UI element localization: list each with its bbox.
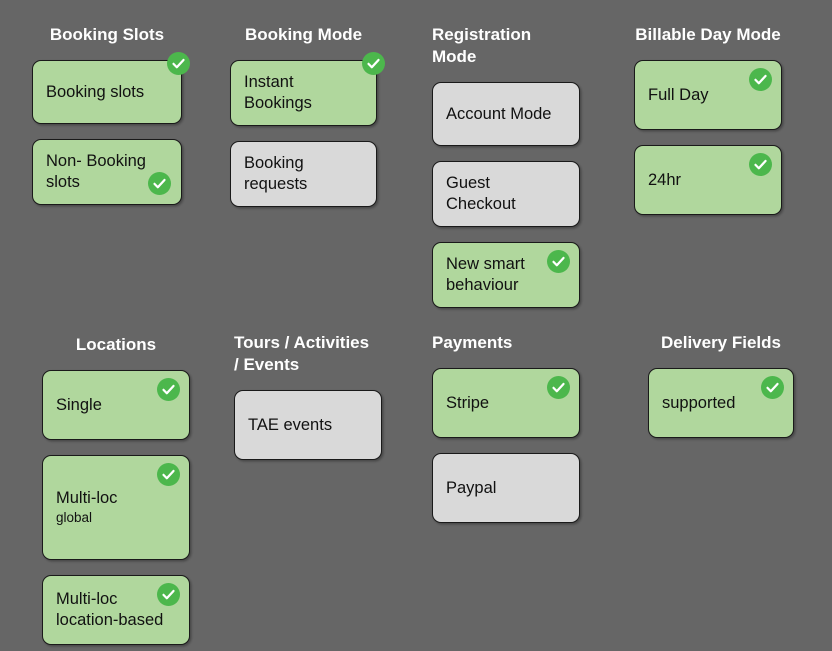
card-label: Booking slots [46,82,145,101]
check-circle-icon [749,68,772,91]
group-payments: Payments Stripe Paypal [432,332,580,523]
group-locations: Locations Single Multi-loc global Multi-… [42,334,190,645]
card-label: Stripe [446,393,490,412]
card-label: Full Day [648,85,709,104]
check-circle-icon [749,153,772,176]
card-account-mode[interactable]: Account Mode [432,82,580,146]
card-booking-requests[interactable]: Booking requests [230,141,377,207]
card-paypal[interactable]: Paypal [432,453,580,523]
card-stripe[interactable]: Stripe [432,368,580,438]
card-label-secondary: global [56,510,93,525]
group-title-delivery-fields: Delivery Fields [660,333,781,352]
group-title-payments: Payments [432,333,513,352]
card-label: Instant Bookings [244,73,312,112]
card-label: New smart behaviour [446,255,525,294]
check-circle-icon [167,52,190,75]
group-title-booking-slots: Booking Slots [49,25,165,44]
card-label: Guest Checkout [446,174,516,213]
card-label: supported [662,393,736,412]
group-booking-slots: Booking Slots Booking slots Non- Booking… [32,24,190,205]
card-label: TAE events [248,415,333,434]
group-booking-mode: Booking Mode Instant Bookings Booking re… [230,24,385,207]
check-circle-icon [157,378,180,401]
group-title-tours-activities-events: Tours / Activities / Events [234,333,370,374]
card-supported[interactable]: supported [648,368,794,438]
check-circle-icon [547,250,570,273]
group-title-registration-mode: Registration Mode [432,25,532,66]
check-circle-icon [148,172,171,195]
check-circle-icon [547,376,570,399]
card-label: Single [56,395,102,414]
card-label: Multi-loc global [56,467,117,548]
check-circle-icon [761,376,784,399]
card-label: Multi-loc location-based [56,590,164,629]
group-tours-activities-events: Tours / Activities / Events TAE events [234,332,382,460]
card-24hr[interactable]: 24hr [634,145,782,215]
check-circle-icon [362,52,385,75]
card-instant-bookings[interactable]: Instant Bookings [230,52,385,126]
card-label: Paypal [446,478,497,497]
card-full-day[interactable]: Full Day [634,60,782,130]
card-label-primary: Multi-loc [56,489,118,507]
card-guest-checkout[interactable]: Guest Checkout [432,161,580,227]
card-multi-loc-global[interactable]: Multi-loc global [42,455,190,560]
group-delivery-fields: Delivery Fields supported [648,332,794,438]
card-single[interactable]: Single [42,370,190,440]
card-new-smart-behaviour[interactable]: New smart behaviour [432,242,580,308]
card-label: Booking requests [244,154,308,193]
group-title-locations: Locations [75,335,157,354]
card-tae-events[interactable]: TAE events [234,390,382,460]
group-registration-mode: Registration Mode Account Mode Guest Che… [432,24,580,308]
card-booking-slots[interactable]: Booking slots [32,52,190,124]
check-circle-icon [157,463,180,486]
card-label: Account Mode [446,104,552,123]
group-billable-day-mode: Billable Day Mode Full Day 24hr [634,24,782,215]
group-title-booking-mode: Booking Mode [244,25,363,44]
card-non-booking-slots[interactable]: Non- Booking slots [32,139,182,205]
card-multi-loc-location-based[interactable]: Multi-loc location-based [42,575,190,645]
card-label: Non- Booking slots [46,152,146,191]
group-title-billable-day-mode: Billable Day Mode [635,25,781,44]
check-circle-icon [157,583,180,606]
card-label: 24hr [648,170,682,189]
